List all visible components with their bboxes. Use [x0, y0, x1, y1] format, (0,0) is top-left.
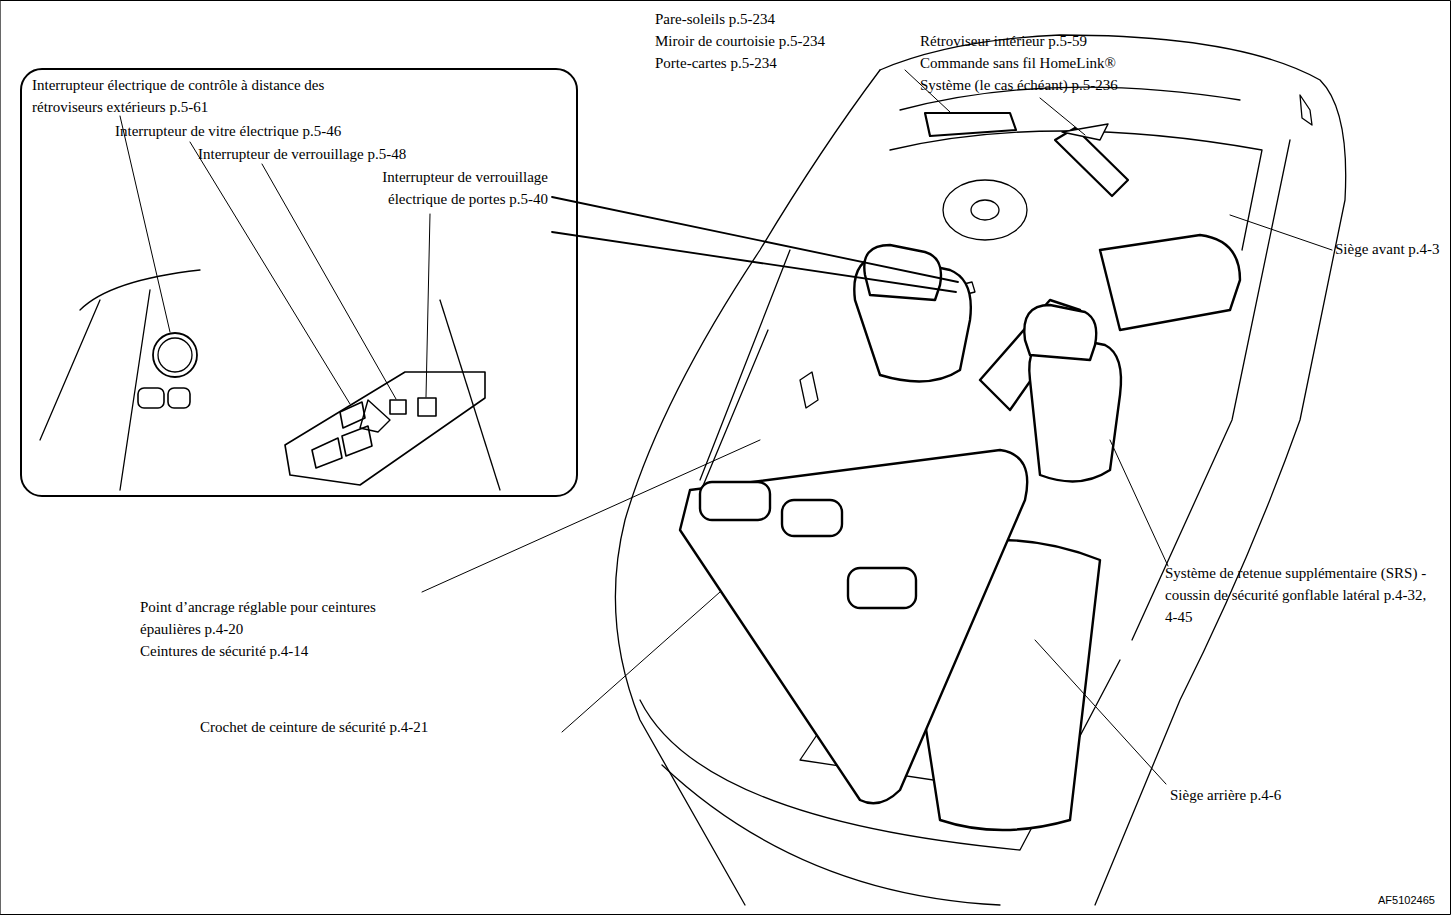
callout-label: Interrupteur de vitre électrique p.5-46 — [115, 120, 341, 142]
door-switch-panel — [40, 270, 500, 490]
callout-label: Miroir de courtoisie p.5-234 — [655, 30, 825, 52]
callout-label: Porte-cartes p.5-234 — [655, 52, 777, 74]
callout-label: Pare-soleils p.5-234 — [655, 8, 775, 30]
inset-box: Interrupteur électrique de contrôle à di… — [20, 68, 578, 497]
callout-label: Système de retenue supplémentaire (SRS) … — [1165, 562, 1440, 628]
callout-label: Interrupteur de verrouillage électrique … — [322, 166, 548, 210]
callout-label: Interrupteur de verrouillage p.5-48 — [198, 143, 406, 165]
seats — [680, 235, 1240, 830]
callout-label: Ceintures de sécurité p.4-14 — [140, 640, 308, 662]
car-body — [615, 35, 1345, 905]
callout-label: Siège avant p.4-3 — [1335, 238, 1440, 260]
callout-label: Commande sans fil HomeLink® Système (le … — [920, 52, 1135, 96]
figure-code: AF5102465 — [1378, 893, 1435, 907]
leader-lines — [120, 70, 1332, 784]
callout-label: Crochet de ceinture de sécurité p.4-21 — [200, 716, 428, 738]
callout-label: Point d’ancrage réglable pour ceintures … — [140, 596, 405, 640]
callout-label: Rétroviseur intérieur p.5-59 — [920, 30, 1087, 52]
callout-label: Interrupteur électrique de contrôle à di… — [32, 74, 354, 118]
callout-label: Siège arrière p.4-6 — [1170, 784, 1281, 806]
